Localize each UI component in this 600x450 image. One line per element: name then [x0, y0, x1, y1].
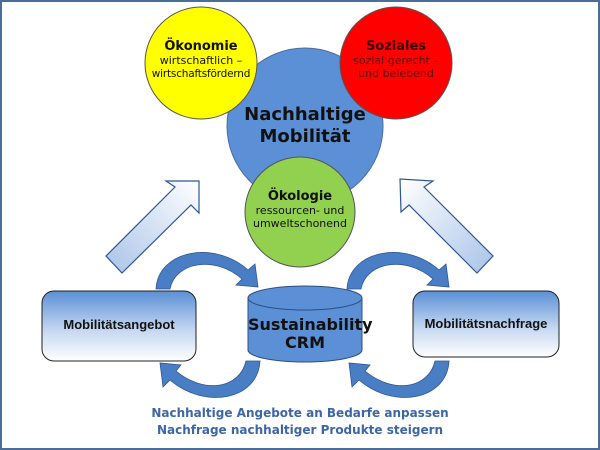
economy-label: Ökonomie wirtschaftlich – wirtschaftsför…	[145, 39, 257, 80]
crm-label: Sustainability CRM	[248, 315, 373, 353]
social-circle	[339, 6, 453, 120]
ecology-line2: umweltschonend	[253, 216, 347, 230]
caption: Nachhaltige Angebote an Bedarfe anpassen…	[0, 405, 600, 440]
center-title-line1: Nachhaltige	[244, 104, 366, 125]
demand-box-label: Mobilitätsnachfrage	[424, 316, 548, 331]
social-line1: sozial gerecht –	[353, 53, 439, 67]
ecology-label: Ökologie ressourcen- und umweltschonend	[245, 189, 355, 230]
ecology-title: Ökologie	[267, 189, 333, 204]
social-line2: und belebend	[358, 66, 434, 80]
up-right-arrow-icon	[105, 180, 200, 274]
ecology-circle	[244, 156, 356, 268]
crm-line1: Sustainability	[248, 315, 373, 334]
curved-arrow-bottom-left-icon	[159, 360, 261, 398]
center-title-line2: Mobilität	[259, 125, 351, 147]
crm-cylinder-icon	[247, 285, 363, 363]
up-left-arrow-icon	[399, 178, 494, 274]
crm-line2: CRM	[285, 333, 325, 353]
social-label: Soziales sozial gerecht – und belebend	[340, 39, 452, 80]
center-label: Nachhaltige Mobilität	[225, 104, 385, 147]
economy-line2: wirtschaftsfördernd	[151, 67, 251, 80]
supply-box	[41, 290, 197, 362]
economy-title: Ökonomie	[164, 39, 238, 54]
curved-arrow-bottom-right-icon	[348, 360, 450, 398]
supply-box-label: Mobilitätsangebot	[63, 317, 175, 332]
curved-arrow-top-left-icon	[155, 252, 259, 290]
economy-circle	[144, 6, 258, 120]
caption-line2: Nachfrage nachhaltiger Produkte steigern	[156, 423, 444, 438]
curved-arrow-top-right-icon	[346, 252, 450, 290]
social-title: Soziales	[365, 39, 427, 54]
economy-line1: wirtschaftlich –	[159, 53, 243, 67]
ecology-line1: ressourcen- und	[255, 203, 345, 217]
demand-box	[412, 290, 560, 358]
caption-line1: Nachhaltige Angebote an Bedarfe anpassen	[151, 406, 449, 420]
